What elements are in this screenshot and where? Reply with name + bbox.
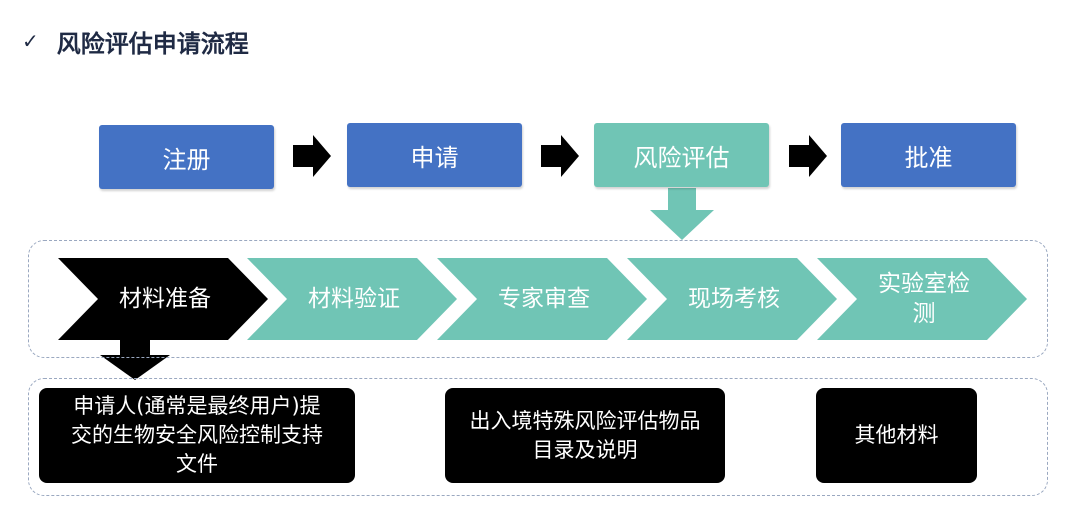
substep-lab-test: 实验室检 测 bbox=[878, 271, 970, 327]
step-register: 注册 bbox=[99, 125, 274, 189]
chevron-shape-site-inspection bbox=[627, 258, 837, 340]
step-approve: 批准 bbox=[841, 123, 1016, 187]
arrow-down-icon bbox=[100, 340, 170, 380]
check-icon: ✓ bbox=[22, 29, 39, 53]
substep-material-verify: 材料验证 bbox=[308, 286, 400, 312]
step-apply: 申请 bbox=[347, 123, 522, 187]
materials-container bbox=[28, 378, 1048, 496]
substep-material-prep: 材料准备 bbox=[119, 286, 211, 312]
material-item-catalog: 出入境特殊风险评估物品 目录及说明 bbox=[445, 388, 725, 483]
chevron-shape-material-verify bbox=[247, 258, 457, 340]
chevron-shape-lab-test bbox=[817, 258, 1027, 340]
arrow-right-icon bbox=[789, 135, 827, 177]
substeps-container bbox=[28, 240, 1048, 358]
arrow-down-icon bbox=[650, 188, 714, 240]
substep-site-inspection: 现场考核 bbox=[688, 286, 780, 312]
step-risk-assessment: 风险评估 bbox=[594, 123, 769, 187]
header: ✓ 风险评估申请流程 bbox=[22, 24, 249, 58]
arrow-right-icon bbox=[541, 135, 579, 177]
chevron-shape-expert-review bbox=[437, 258, 647, 340]
material-biosafety-docs: 申请人(通常是最终用户)提 交的生物安全风险控制支持 文件 bbox=[39, 388, 355, 483]
material-other: 其他材料 bbox=[816, 388, 977, 483]
arrow-right-icon bbox=[293, 135, 331, 177]
substep-expert-review: 专家审查 bbox=[498, 286, 590, 312]
chevron-shape-material-prep bbox=[58, 258, 268, 340]
page-title: 风险评估申请流程 bbox=[56, 29, 249, 58]
